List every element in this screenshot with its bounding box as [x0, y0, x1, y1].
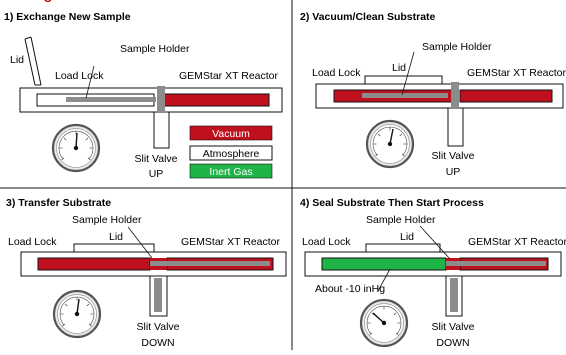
- sample-holder: [362, 93, 448, 98]
- load-lock-chamber-vacuum: [37, 257, 151, 271]
- pressure-note: About -10 inHg: [315, 283, 385, 295]
- leader-sample-holder: [401, 51, 415, 96]
- slit-valve-gate: [157, 86, 165, 113]
- load-lock-label: Load Lock: [8, 236, 57, 248]
- lid-open: [24, 36, 32, 40]
- panel-transfer-substrate: 3) Transfer Substrate Lid Load Lock Samp…: [6, 197, 287, 349]
- load-lock-label: Load Lock: [302, 236, 351, 248]
- legend-swatch-vacuum: [189, 125, 273, 141]
- slit-valve-gate-lowered: [450, 278, 458, 312]
- slit-valve-label: Slit Valve: [432, 321, 475, 333]
- lid-closed: [364, 75, 443, 85]
- sample-holder-label: Sample Holder: [120, 43, 190, 55]
- lid-closed: [365, 243, 441, 253]
- panel-exchange-new-sample: 1) Exchange New Sample Lid Load Lock Sam…: [4, 11, 283, 180]
- sample-holder-label: Sample Holder: [422, 41, 492, 53]
- panel-title: 2) Vacuum/Clean Substrate: [300, 11, 436, 23]
- sample-holder-label: Sample Holder: [72, 214, 142, 226]
- reactor-label: GEMStar XT Reactor: [181, 236, 281, 248]
- valve-state-label: UP: [149, 168, 164, 180]
- leader-sample-holder: [419, 225, 451, 260]
- panel-title: 3) Transfer Substrate: [6, 197, 111, 209]
- slit-valve-housing: [447, 107, 464, 147]
- pressure-gauge: [52, 289, 102, 339]
- leader-sample-holder: [85, 65, 95, 99]
- reactor-label: GEMStar XT Reactor: [467, 67, 566, 79]
- legend-atmosphere: Atmosphere: [203, 148, 260, 160]
- load-lock-label: Load Lock: [55, 70, 104, 82]
- load-lock-label: Load Lock: [312, 67, 361, 79]
- lid-closed: [73, 243, 155, 253]
- slit-valve-label: Slit Valve: [137, 321, 180, 333]
- header-partial: s: [44, 0, 52, 5]
- slit-valve-label: Slit Valve: [432, 150, 475, 162]
- legend-swatch-atmosphere: [189, 145, 273, 161]
- panel-title: 4) Seal Substrate Then Start Process: [300, 197, 484, 209]
- load-lock-chamber-inert-gas: [321, 257, 447, 271]
- slit-valve-housing: [153, 111, 170, 149]
- pressure-gauge: [365, 119, 415, 169]
- sample-holder-label: Sample Holder: [366, 214, 436, 226]
- valve-state-label: DOWN: [436, 337, 469, 349]
- gauge-needle: [372, 312, 385, 324]
- lid-label: Lid: [392, 62, 406, 74]
- gauge-needle: [76, 298, 80, 315]
- lid-label: Lid: [10, 54, 24, 66]
- gauge-needle: [75, 132, 78, 149]
- valve-state-label: UP: [446, 166, 461, 178]
- panel-vacuum-clean-substrate: 2) Vacuum/Clean Substrate Lid Load Lock …: [300, 11, 566, 178]
- sample-holder: [66, 97, 156, 102]
- reactor-chamber-vacuum: [459, 89, 553, 103]
- slit-valve-gate: [451, 82, 459, 109]
- gauge-needle: [389, 128, 394, 145]
- leader-pressure-note: [377, 268, 391, 292]
- leader-sample-holder: [127, 226, 153, 259]
- reactor-label: GEMStar XT Reactor: [179, 70, 279, 82]
- reactor-chamber-vacuum: [163, 93, 270, 107]
- lid-label: Lid: [400, 231, 414, 243]
- sample-holder: [446, 261, 546, 266]
- sample-holder: [150, 261, 270, 266]
- legend: Vacuum Atmosphere Inert Gas: [189, 125, 273, 179]
- legend-vacuum: Vacuum: [212, 128, 250, 140]
- pressure-gauge: [359, 298, 409, 348]
- pressure-gauge: [51, 123, 101, 173]
- legend-swatch-inert-gas: [189, 163, 273, 179]
- slit-valve-label: Slit Valve: [135, 153, 178, 165]
- valve-state-label: DOWN: [141, 337, 174, 349]
- reactor-label: GEMStar XT Reactor: [468, 236, 566, 248]
- slit-valve-gate-lowered: [154, 278, 162, 312]
- panel-title: 1) Exchange New Sample: [4, 11, 131, 23]
- lid-label: Lid: [109, 231, 123, 243]
- legend-inert-gas: Inert Gas: [209, 166, 252, 178]
- panel-seal-substrate-start-process: 4) Seal Substrate Then Start Process Lid…: [300, 197, 566, 349]
